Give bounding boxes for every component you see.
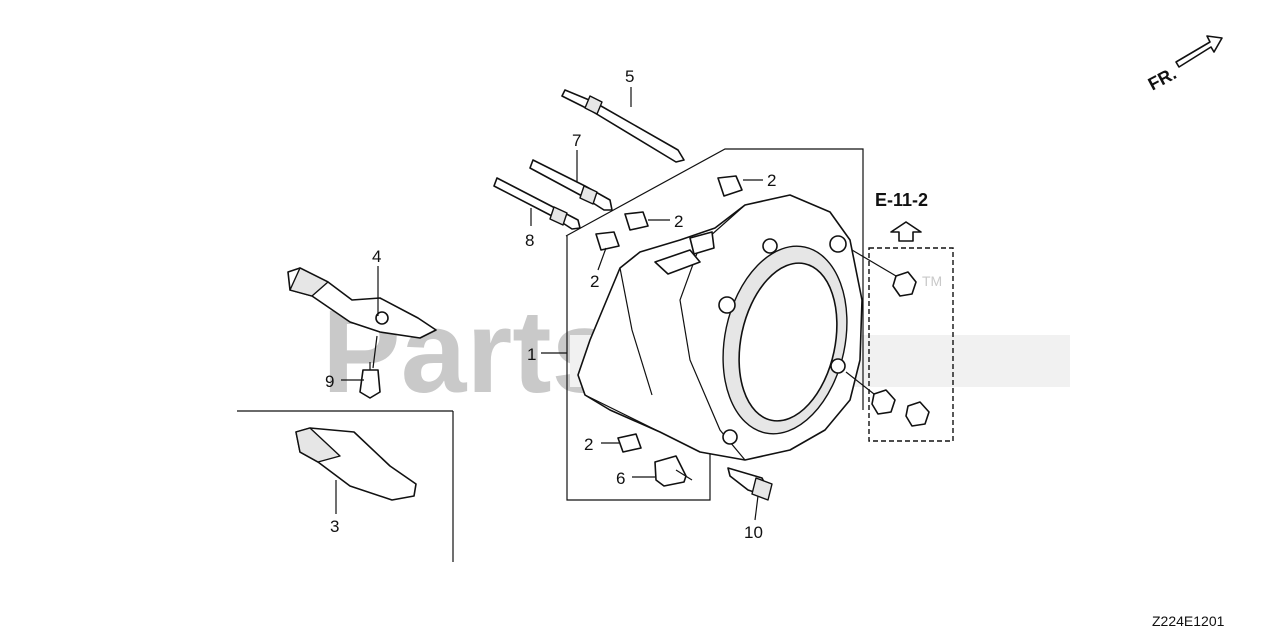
- front-arrow-icon: [1175, 35, 1223, 68]
- callout-10: 10: [744, 523, 763, 542]
- guard-plate-3: [295, 427, 417, 501]
- callout-7: 7: [572, 131, 581, 150]
- guard-plate-4: [287, 267, 437, 339]
- callout-4: 4: [372, 247, 381, 266]
- bracket-6: [654, 455, 693, 487]
- front-direction-indicator: FR.: [1145, 35, 1223, 94]
- reference-callout: E-11-2: [868, 190, 954, 442]
- callout-2: 2: [584, 435, 593, 454]
- callout-2: 2: [590, 272, 599, 291]
- callout-6: 6: [616, 469, 625, 488]
- assembly-frame-lines: [237, 148, 864, 562]
- stud-bolt-7: [529, 159, 613, 211]
- trademark-mark: TM: [922, 273, 942, 289]
- flange-bolt-9: [359, 362, 381, 399]
- callout-9: 9: [325, 372, 334, 391]
- front-label: FR.: [1145, 63, 1180, 94]
- nut-group-box: [868, 247, 954, 442]
- callout-3: 3: [330, 517, 339, 536]
- callout-5: 5: [625, 67, 634, 86]
- diagram-code: Z224E1201: [1152, 613, 1225, 629]
- flange-nuts: [845, 249, 930, 427]
- up-arrow-icon: [890, 221, 922, 242]
- fan-cover-part: [577, 194, 863, 461]
- leader-lines: [335, 87, 763, 521]
- reference-section-label: E-11-2: [875, 190, 928, 210]
- collar-parts-2: [595, 175, 743, 453]
- callout-8: 8: [525, 231, 534, 250]
- callout-1: 1: [527, 345, 536, 364]
- stud-bolt-8: [493, 177, 581, 230]
- callout-2: 2: [674, 212, 683, 231]
- flange-bolt-10: [727, 467, 773, 501]
- callout-2: 2: [767, 171, 776, 190]
- stud-bolt-5: [561, 89, 685, 163]
- callout-labels: 1 2 2 2 2 3 4 5 6 7 8 9 10: [325, 67, 776, 542]
